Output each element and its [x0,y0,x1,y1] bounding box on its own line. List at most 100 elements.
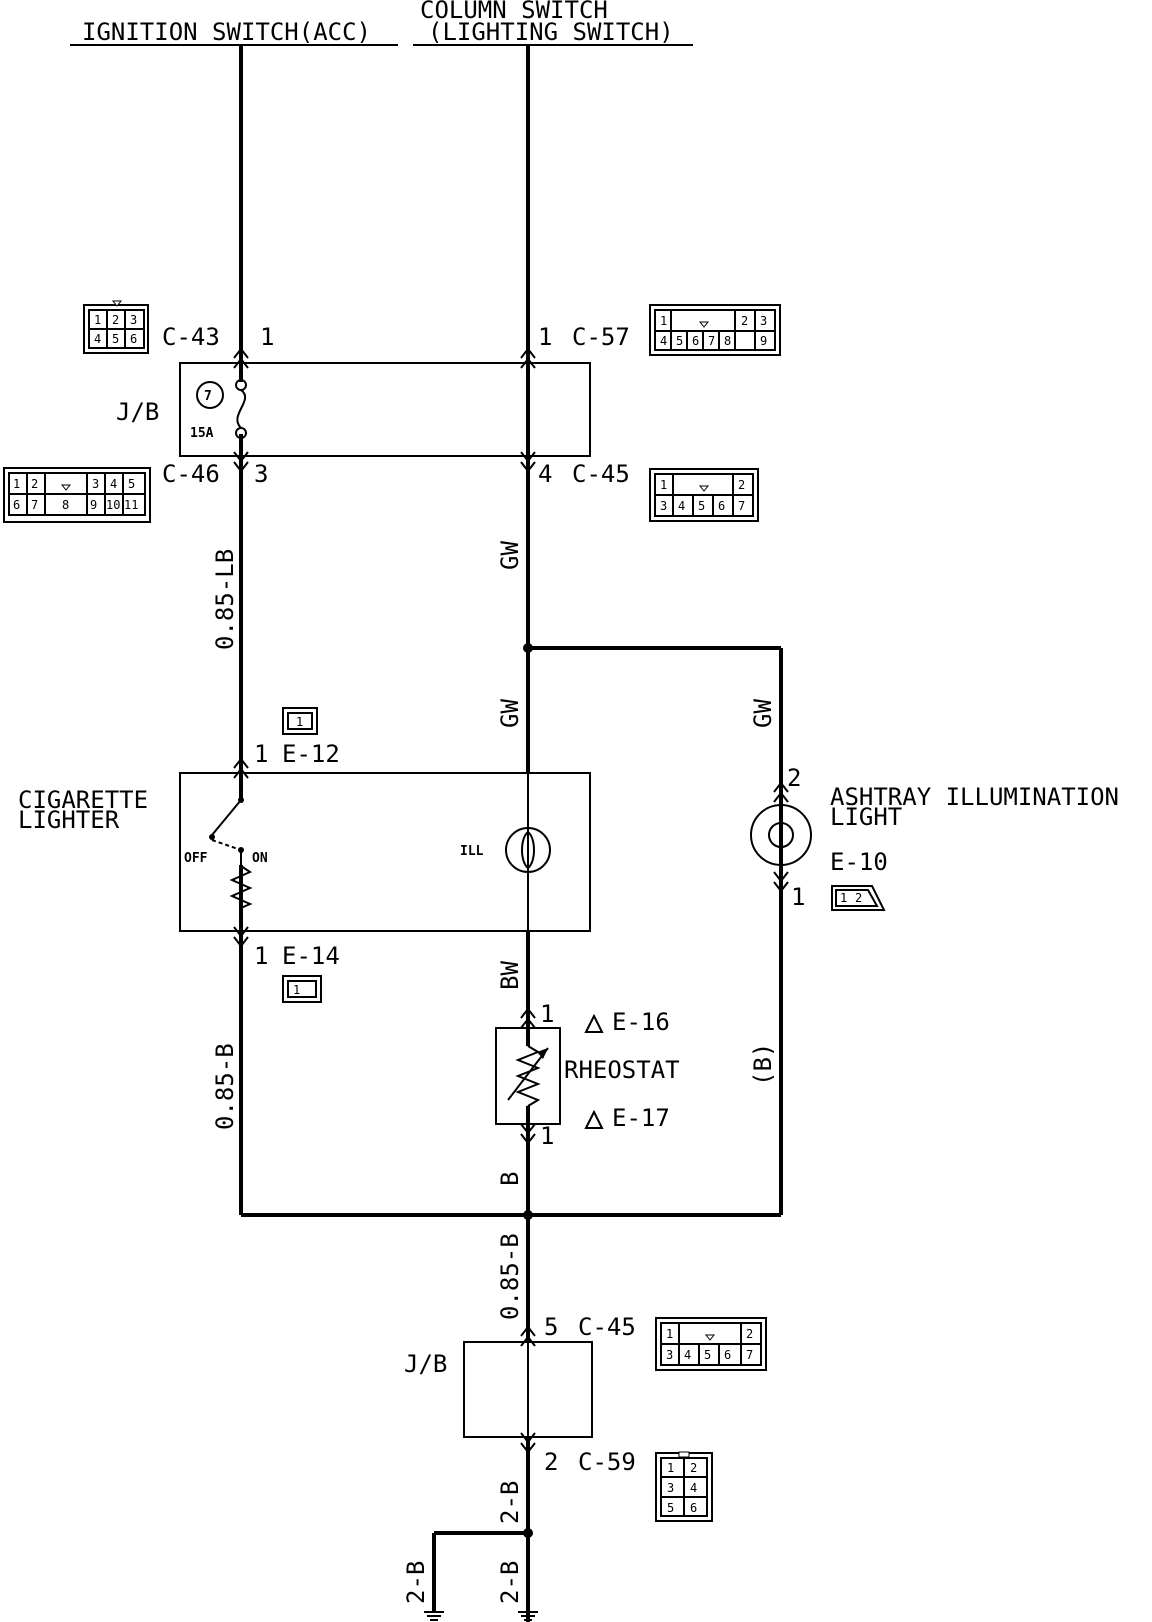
e10-connector-icon: 1 2 [831,885,886,911]
switch-off-label: OFF [184,851,208,866]
svg-text:6: 6 [718,499,725,513]
svg-text:6: 6 [692,334,699,348]
svg-text:3: 3 [660,499,667,513]
column-switch-title: COLUMN SWITCH [420,0,608,24]
switch-icon [211,799,242,836]
svg-text:7: 7 [746,1348,753,1362]
wire-label-085lb: 0.85-LB [211,549,239,650]
ground-icon-left [424,1611,444,1621]
svg-text:9: 9 [760,334,767,348]
c43-label: C-43 [162,323,220,351]
e14-pin: 1 [254,942,268,970]
c59-label: C-59 [578,1448,636,1476]
svg-text:3: 3 [92,477,99,491]
wire-label-gw-3: GW [749,699,777,728]
svg-text:5: 5 [704,1348,711,1362]
fuse-number: 7 [204,389,212,404]
svg-text:3: 3 [130,313,137,327]
c57-pin: 1 [538,323,552,351]
fuse-rating: 15A [190,426,214,441]
wire-label-b: B [496,1172,524,1186]
e10-label: E-10 [830,848,888,876]
junction-block-top [179,362,591,457]
e14-label: E-14 [282,942,340,970]
svg-text:8: 8 [62,498,69,512]
wire-label-085b-mid: 0.85-B [496,1233,524,1320]
e12-pin: 1 [254,740,268,768]
svg-text:10: 10 [106,498,120,512]
lighting-switch-title: (LIGHTING SWITCH) [428,18,674,46]
connector-c46-icon: 1 2 3 4 5 6 7 8 9 10 11 [3,467,151,523]
ashtray-label-1: ASHTRAY ILLUMINATION [830,783,1119,811]
svg-text:1: 1 [13,477,20,491]
connector-c43-icon: 1 2 3 4 5 6 [83,300,149,354]
svg-text:2: 2 [746,1327,753,1341]
cigarette-lighter-label-2: LIGHTER [18,806,120,834]
svg-text:1: 1 [660,314,667,328]
e16-pin: 1 [540,1000,554,1028]
svg-text:8: 8 [724,334,731,348]
rheostat-resistor-icon [515,1045,541,1107]
wire-label-2b-2: 2-B [402,1561,430,1604]
ashtray-label-2: LIGHT [830,803,902,831]
jb-top-label: J/B [116,398,159,426]
connector-c45-top-icon: 1 2 3 4 5 6 7 [649,468,759,522]
wire-label-gw-2: GW [496,699,524,728]
c46-label: C-46 [162,460,220,488]
svg-text:4: 4 [678,499,685,513]
wire-label-2b-1: 2-B [496,1481,524,1524]
svg-text:2: 2 [31,477,38,491]
wire-label-085b-left: 0.85-B [211,1043,239,1130]
c57-label: C-57 [572,323,630,351]
svg-text:1: 1 [94,313,101,327]
svg-text:1: 1 [666,1327,673,1341]
svg-text:9: 9 [90,498,97,512]
connector-c59-icon: 1 2 3 4 5 6 [655,1451,713,1522]
svg-text:4: 4 [684,1348,691,1362]
ill-bulb-icon [505,827,551,873]
ground-icon-right [518,1611,538,1621]
svg-text:4: 4 [94,332,101,346]
wire-label-2b-3: 2-B [496,1561,524,1604]
e16-label: E-16 [612,1008,670,1036]
wire-label-gw-1: GW [496,541,524,570]
e10-pin-bottom: 1 [791,883,805,911]
svg-text:6: 6 [13,498,20,512]
fuse-icon [236,389,247,429]
e14-connector-icon: 1 [282,975,322,1003]
svg-text:4: 4 [690,1481,697,1495]
svg-text:5: 5 [112,332,119,346]
svg-text:1: 1 [296,715,303,729]
fuse-number-circle [196,381,224,409]
c45-bottom-label: C-45 [578,1313,636,1341]
svg-text:6: 6 [690,1501,697,1515]
e17-warning-icon [584,1109,604,1129]
c45-bottom-pin: 5 [544,1313,558,1341]
svg-text:1: 1 [293,983,300,997]
e17-label: E-17 [612,1104,670,1132]
c43-pin: 1 [260,323,274,351]
svg-text:4: 4 [660,334,667,348]
svg-text:7: 7 [708,334,715,348]
c59-pin: 2 [544,1448,558,1476]
svg-text:4: 4 [110,477,117,491]
connector-c57-icon: 1 2 3 4 5 6 7 8 9 [649,304,781,356]
svg-text:2: 2 [690,1461,697,1475]
c46-pin: 3 [254,460,268,488]
svg-text:5: 5 [676,334,683,348]
svg-text:5: 5 [667,1501,674,1515]
svg-text:2: 2 [855,891,862,905]
e16-warning-icon [584,1013,604,1033]
svg-text:1: 1 [840,891,847,905]
e10-pin-top: 2 [787,764,801,792]
svg-text:2: 2 [112,313,119,327]
connector-c45-bottom-icon: 1 2 3 4 5 6 7 [655,1317,767,1371]
wire-label-b-paren: (B) [749,1043,777,1086]
e17-pin: 1 [540,1122,554,1150]
svg-text:6: 6 [130,332,137,346]
svg-text:3: 3 [666,1348,673,1362]
svg-text:3: 3 [667,1481,674,1495]
svg-text:7: 7 [738,499,745,513]
e12-label: E-12 [282,740,340,768]
